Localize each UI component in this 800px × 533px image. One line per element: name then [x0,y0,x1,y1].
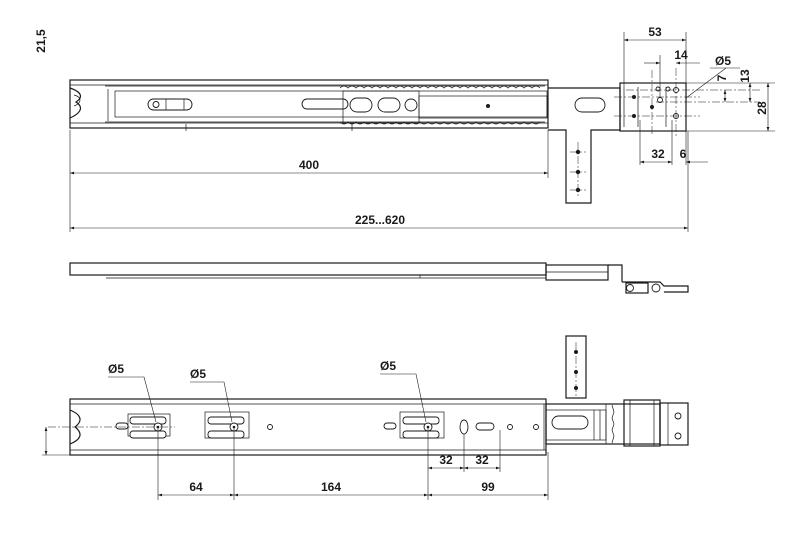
dim-label-32: 32 [651,147,665,161]
bottom-dimension-labels: Ø5 Ø5 Ø5 21,5 32 32 64 164 99 [34,29,495,494]
top-view: 53 14 Ø5 7 13 28 32 6 400 225...620 [69,25,775,232]
dim-label-99: 99 [481,480,495,494]
dim-label-164: 164 [321,480,341,494]
dim-label-53: 53 [648,25,662,39]
top-dimension-labels: 53 14 Ø5 7 13 28 32 6 400 225...620 [299,25,769,227]
dim-label-225-620: 225...620 [355,213,405,227]
bottom-dimensions [42,373,549,500]
side-view [69,262,689,294]
dim-label-21-5: 21,5 [34,29,48,53]
dim-label-6: 6 [680,147,687,161]
dim-label-13: 13 [738,69,752,83]
bottom-hole-group-3 [383,411,539,439]
dim-label-32-a: 32 [439,453,453,467]
bottom-rail-extension [545,399,689,447]
hole-dia-label-3: Ø5 [380,359,396,373]
dim-label-7: 7 [715,74,729,81]
dim-label-28: 28 [755,101,769,115]
dim-label-14: 14 [674,48,688,62]
dim-label-400: 400 [299,158,319,172]
bottom-rail [69,398,547,456]
bottom-view: Ø5 Ø5 Ø5 21,5 32 32 64 164 99 [34,29,689,500]
dim-label-32-b: 32 [475,453,489,467]
hole-dia-label-1: Ø5 [108,362,124,376]
dim-label-hole-dia: Ø5 [715,54,731,68]
top-dimensions [69,32,775,232]
top-inner-rail [114,85,548,125]
hole-dia-label-2: Ø5 [190,367,206,381]
top-mounting-bracket [548,68,760,204]
dim-label-64: 64 [189,480,203,494]
bottom-mounting-bracket [565,335,587,399]
bottom-hole-group-1 [115,413,171,439]
bottom-hole-group-2 [204,411,273,439]
